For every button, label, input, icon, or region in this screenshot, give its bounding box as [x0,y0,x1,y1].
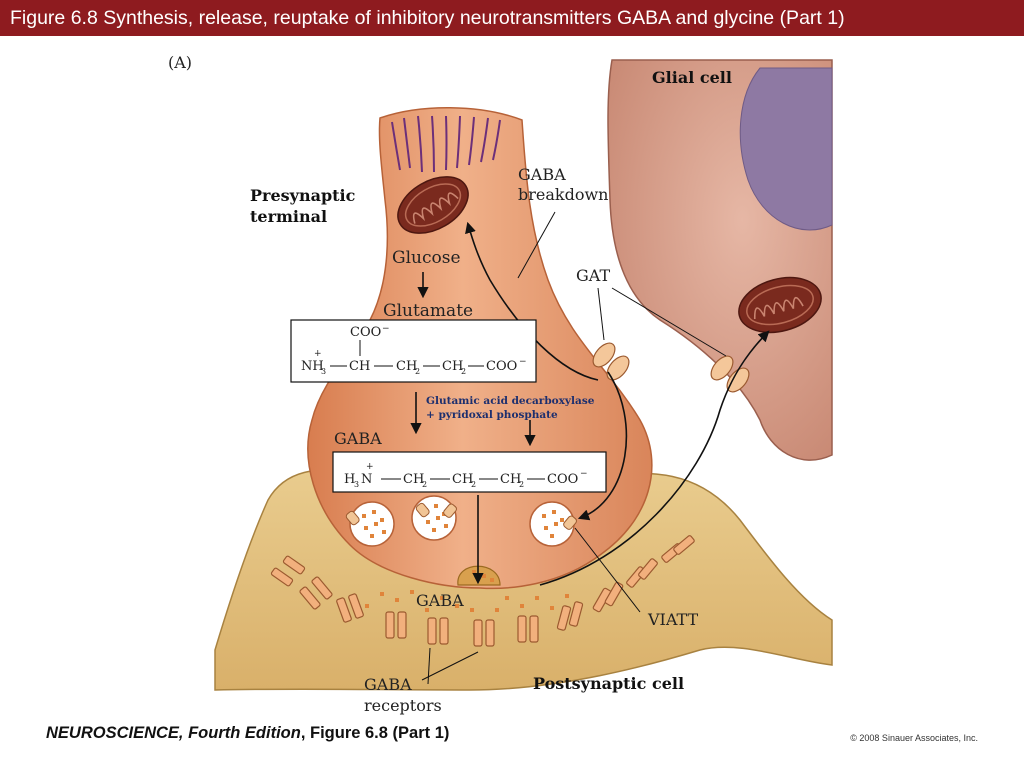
glucose-label: Glucose [392,248,461,268]
glutamate-formula: COO − + NH 3 CH CH 2 CH 2 COO − [301,324,527,376]
svg-text:N: N [361,472,372,487]
gat-transporter [592,342,750,393]
pathway-arrows [410,221,770,586]
svg-text:2: 2 [422,480,427,489]
gaba-receptors-label-line1: GABA [364,675,412,694]
synaptic-vesicle [529,501,575,547]
gaba-breakdown-label-line2: breakdown [518,185,608,204]
svg-text:COO: COO [547,472,578,487]
slide-title: Figure 6.8 Synthesis, release, reuptake … [0,0,1024,36]
gaba-breakdown-label-line1: GABA [518,165,566,184]
gaba-formula: + H 3 N CH 2 CH 2 CH 2 COO − [344,462,588,489]
viatt-transporter [345,502,577,530]
gaba-product-label: GABA [334,429,382,448]
svg-text:2: 2 [471,480,476,489]
book-citation: NEUROSCIENCE, Fourth Edition, Figure 6.8… [46,724,449,743]
svg-text:2: 2 [461,367,466,376]
svg-text:NH: NH [301,359,324,374]
svg-text:CH: CH [396,359,417,374]
svg-text:CH: CH [442,359,463,374]
svg-text:CH: CH [452,472,473,487]
svg-text:3: 3 [354,480,359,489]
postsynaptic-label: Postsynaptic cell [533,674,684,693]
svg-text:CH: CH [349,359,370,374]
glutamate-formula-box [290,319,537,383]
svg-text:CH: CH [403,472,424,487]
copyright-notice: © 2008 Sinauer Associates, Inc. [850,733,978,743]
svg-text:COO: COO [486,359,517,374]
glutamate-label: Glutamate [383,301,473,321]
gaba-cleft-label: GABA [416,591,464,610]
gaba-receptor-row [270,535,695,647]
glial-nucleus [739,67,833,231]
svg-text:H: H [344,472,355,487]
svg-text:−: − [580,469,588,479]
enzyme-label-line2: + pyridoxal phosphate [426,409,558,421]
figure-reference: , Figure 6.8 (Part 1) [300,724,450,742]
gaba-formula-box [332,451,607,493]
svg-text:COO: COO [350,325,381,340]
glial-mitochondrion [738,276,822,334]
synaptic-vesicle [349,501,395,547]
leader-lines [421,211,727,685]
axon-filaments [391,115,501,173]
svg-text:−: − [519,357,527,367]
svg-text:CH: CH [500,472,521,487]
gat-label: GAT [576,266,610,285]
svg-text:+: + [366,462,374,472]
viatt-label: VIATT [647,610,699,629]
svg-text:3: 3 [321,367,326,376]
panel-label: (A) [168,53,192,72]
svg-text:+: + [314,349,322,359]
glial-cell-label: Glial cell [652,68,732,87]
enzyme-label-line1: Glutamic acid decarboxylase [426,395,595,407]
svg-text:2: 2 [519,480,524,489]
book-title: NEUROSCIENCE, Fourth Edition [46,724,301,742]
svg-text:2: 2 [415,367,420,376]
gaba-receptors-label-line2: receptors [364,696,442,715]
svg-text:−: − [382,324,390,334]
presynaptic-mitochondrion [397,176,469,234]
presynaptic-label-line2: terminal [250,207,327,226]
presynaptic-label-line1: Presynaptic [250,186,356,205]
released-gaba [350,570,569,612]
